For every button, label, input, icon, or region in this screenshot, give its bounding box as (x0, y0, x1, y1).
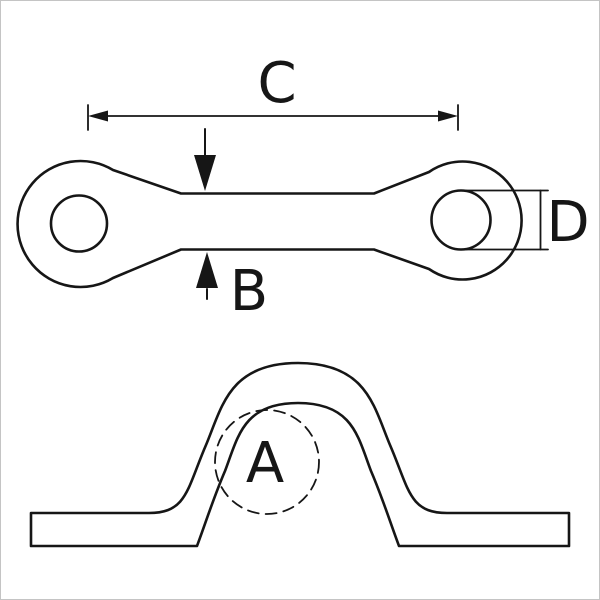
top-view (16, 159, 523, 289)
dim-label-a: A (246, 431, 284, 496)
dim-c-arrowhead-left (88, 110, 108, 122)
dimension-b: B (194, 128, 268, 324)
dim-b-arrowhead-bottom (196, 252, 218, 288)
right-hole (430, 189, 492, 251)
front-view-outline (29, 361, 571, 548)
dim-b-arrowhead-top (194, 155, 216, 191)
left-hole (49, 194, 109, 253)
dimension-d: D (462, 189, 590, 255)
dim-label-b: B (230, 259, 268, 324)
dim-c-arrowhead-right (438, 110, 458, 122)
dimension-c: C (87, 51, 459, 131)
dim-label-c: C (257, 51, 296, 116)
top-view-outline (16, 159, 523, 289)
front-view: A (29, 361, 571, 548)
dim-label-d: D (546, 190, 589, 255)
dim-a-phantom-circle (214, 409, 320, 515)
